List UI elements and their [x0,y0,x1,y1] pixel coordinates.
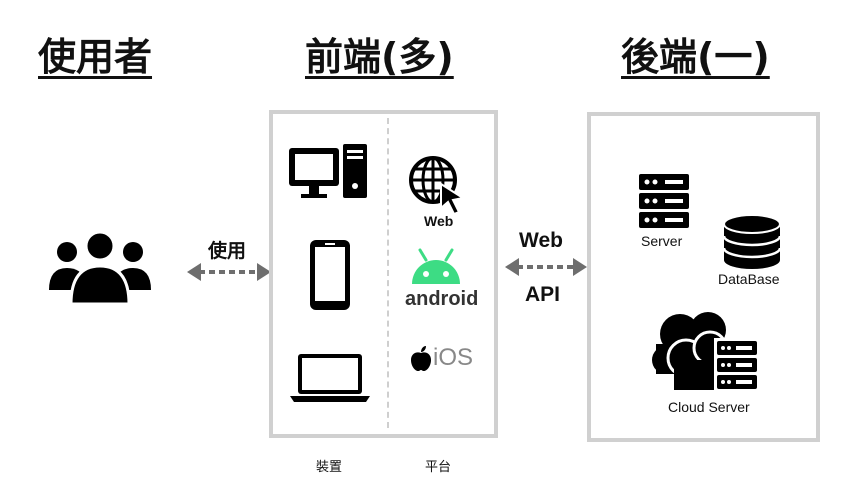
user-frontend-arrow [185,260,273,284]
cloud-server-icon [652,308,764,394]
desktop-computer-icon [287,142,371,202]
cloud-server-label: Cloud Server [668,399,750,415]
mobile-phone-icon [308,238,352,312]
title-backend: 後端(一) [621,35,770,79]
database-icon [722,214,782,270]
frontend-divider [387,118,389,428]
android-icon [406,246,466,286]
users-icon [45,228,155,308]
devices-label: 裝置 [316,459,343,474]
database-label: DataBase [718,271,780,287]
server-icon [637,172,691,230]
server-label: Server [641,233,683,249]
frontend-backend-arrow [503,255,589,279]
api-label-line1: Web [519,229,563,252]
platform-ios-label: iOS [433,344,474,371]
platform-web-label: Web [424,213,454,229]
web-globe-icon [405,150,467,216]
apple-icon [410,345,432,371]
title-user: 使用者 [38,35,153,79]
title-frontend: 前端(多) [305,35,454,79]
platform-android-label: android [405,288,479,310]
platforms-label: 平台 [425,459,452,474]
api-label-line2: API [525,283,561,306]
laptop-icon [288,350,372,404]
user-link-label: 使用 [208,241,247,262]
